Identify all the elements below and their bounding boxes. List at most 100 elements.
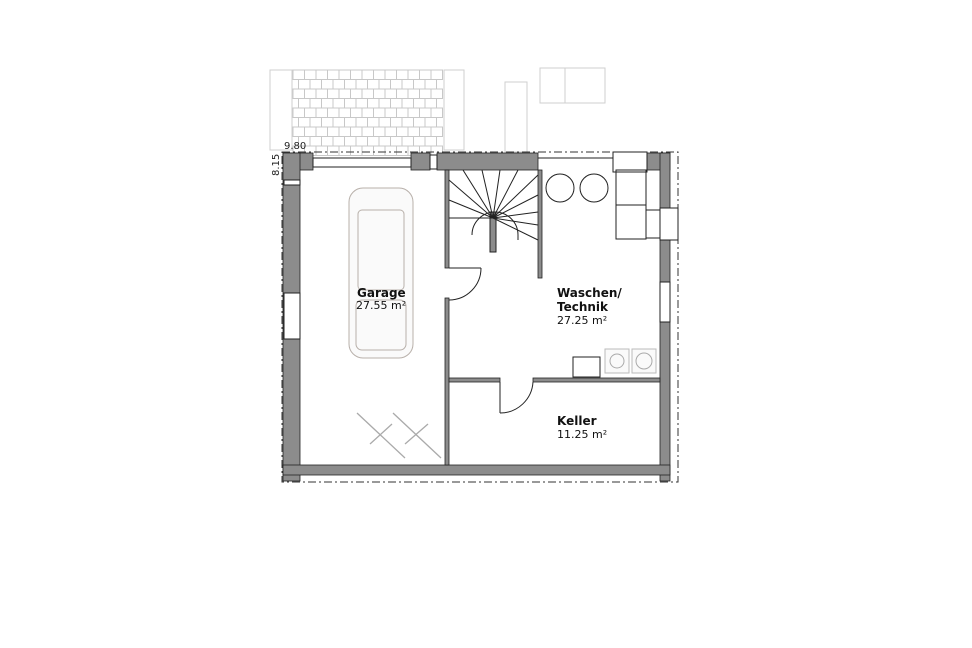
paving-stone xyxy=(396,145,409,156)
paving-stone xyxy=(430,107,443,118)
paving-stone xyxy=(315,145,328,156)
paving-stone xyxy=(304,88,317,99)
paving-stone xyxy=(430,88,443,99)
paving-stone xyxy=(315,69,328,80)
paving-stone xyxy=(401,136,414,147)
paving-stone xyxy=(309,98,322,109)
paving-stone xyxy=(384,88,397,99)
neighbor-context xyxy=(269,67,606,153)
paving-stone xyxy=(373,88,386,99)
paving-stone xyxy=(327,88,340,99)
paving-stone xyxy=(304,126,317,137)
paving-stone xyxy=(373,69,386,80)
stair-tread xyxy=(492,217,539,241)
paving-stone xyxy=(321,98,334,109)
equipment xyxy=(545,169,661,378)
stair-tread xyxy=(492,169,519,219)
paving-stone xyxy=(396,107,409,118)
paving-stone xyxy=(384,69,397,80)
paving-stone xyxy=(321,117,334,128)
paving-stone xyxy=(298,98,311,109)
stair-tread xyxy=(481,169,494,219)
paving-stone xyxy=(396,126,409,137)
depth-dimension: 8.15 xyxy=(271,154,282,176)
paving-stone xyxy=(373,126,386,137)
room-name-waschen: Waschen/ xyxy=(557,286,622,300)
doors xyxy=(448,267,534,414)
paving-stone xyxy=(367,117,380,128)
paving-stone xyxy=(401,117,414,128)
paving-stone xyxy=(298,117,311,128)
paving-stone xyxy=(332,98,345,109)
paving-stone xyxy=(419,88,432,99)
paving-stone xyxy=(327,145,340,156)
stair-tread xyxy=(492,217,539,226)
room-name-garage: Garage xyxy=(357,286,406,300)
paving-context xyxy=(292,69,443,156)
paving-stone xyxy=(338,145,351,156)
stair-tread xyxy=(492,169,501,219)
paving-stone xyxy=(309,117,322,128)
paving-stone xyxy=(373,145,386,156)
stair-tread xyxy=(492,174,539,219)
paving-stone xyxy=(384,126,397,137)
paving-stone xyxy=(378,98,391,109)
paving-stone xyxy=(361,126,374,137)
paving-stone xyxy=(304,107,317,118)
interior-walls xyxy=(444,169,661,466)
paving-stone xyxy=(298,79,311,90)
paving-stone xyxy=(361,107,374,118)
paving-stone xyxy=(424,117,437,128)
paving-stone xyxy=(401,98,414,109)
paving-stone xyxy=(344,117,357,128)
stair-tread xyxy=(448,199,494,219)
stair-tread xyxy=(462,169,494,219)
paving-stone xyxy=(401,79,414,90)
paving-stone xyxy=(430,126,443,137)
paving-stone xyxy=(327,69,340,80)
paving-stone xyxy=(367,136,380,147)
paving-stone xyxy=(350,126,363,137)
paving-stone xyxy=(355,136,368,147)
paving-stone xyxy=(396,69,409,80)
paving-stone xyxy=(424,136,437,147)
width-dimension: 9.80 xyxy=(284,141,306,152)
paving-stone xyxy=(338,126,351,137)
staircase xyxy=(448,169,539,253)
paving-stone xyxy=(407,107,420,118)
paving-stone xyxy=(292,126,305,137)
paving-stone xyxy=(350,107,363,118)
paving-stone xyxy=(367,98,380,109)
exterior-walls xyxy=(282,152,671,482)
paving-stone xyxy=(378,136,391,147)
paving-stone xyxy=(413,79,426,90)
paving-stone xyxy=(413,117,426,128)
paving-stone xyxy=(373,107,386,118)
room-name-technik: Technik xyxy=(557,300,609,314)
paving-stone xyxy=(419,69,432,80)
paving-stone xyxy=(355,117,368,128)
paving-stone xyxy=(424,98,437,109)
property-boundary xyxy=(281,151,679,483)
room-area-waschen: 27.25 m² xyxy=(557,314,607,327)
paving-stone xyxy=(350,88,363,99)
paving-stone xyxy=(390,98,403,109)
paving-stone xyxy=(390,79,403,90)
paving-stone xyxy=(315,126,328,137)
paving-stone xyxy=(332,136,345,147)
car-symbol xyxy=(348,187,414,359)
paving-stone xyxy=(390,136,403,147)
paving-stone xyxy=(327,126,340,137)
room-area-keller: 11.25 m² xyxy=(557,428,607,441)
room-area-garage: 27.55 m² xyxy=(356,299,406,312)
paving-stone xyxy=(413,136,426,147)
paving-stone xyxy=(390,117,403,128)
paving-stone xyxy=(378,79,391,90)
paving-stone xyxy=(338,69,351,80)
openings xyxy=(283,151,679,340)
paving-stone xyxy=(384,145,397,156)
paving-stone xyxy=(361,145,374,156)
stair-tread xyxy=(448,179,494,219)
paving-stone xyxy=(407,69,420,80)
